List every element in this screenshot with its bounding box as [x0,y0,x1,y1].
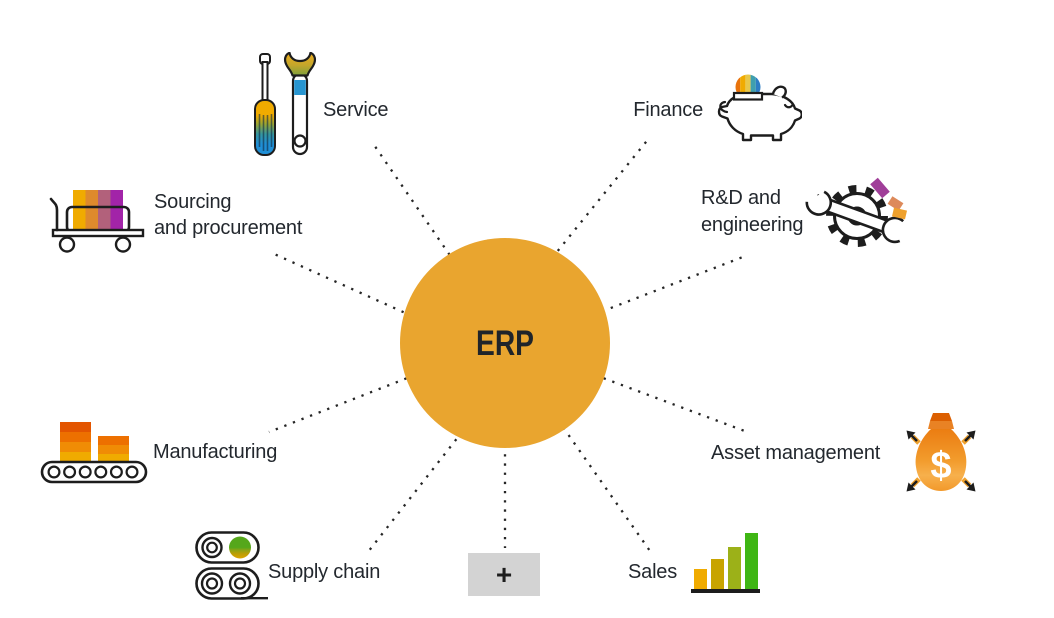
dotted-connector-sourcing [271,251,413,318]
growth-bar-chart-icon [691,533,760,593]
erp-hub-label: ERP [476,324,534,363]
dotted-connector-manufacturing [268,373,416,434]
label-supply-chain: Supply chain [268,561,381,583]
label-sales: Sales [628,561,678,583]
dotted-connector-supply [367,431,463,553]
label-manufacturing: Manufacturing [153,441,278,463]
conveyor-rollers-icon [195,531,268,600]
hand-cart-icon [49,190,145,253]
label-finance: Finance [633,99,703,121]
plus-icon: + [495,558,513,590]
gear-wrench-icon [805,177,908,247]
label-rd-engineering: R&D and engineering [701,187,804,236]
conveyor-boxes-icon [40,422,148,484]
dotted-connector-asset [594,373,751,435]
dollar-sign: $ [930,445,951,487]
screwdriver-wrench-icon [254,52,317,156]
label-asset-management: Asset management [711,442,881,464]
label-service: Service [323,99,389,121]
label-sourcing-procurement: Sourcing and procurement [154,191,303,239]
piggy-bank-icon [717,74,802,142]
money-bag-icon: $ [903,413,979,494]
add-module-button[interactable]: + [468,553,540,596]
erp-hub-circle [400,238,610,448]
erp-hub: ERP [400,238,610,448]
